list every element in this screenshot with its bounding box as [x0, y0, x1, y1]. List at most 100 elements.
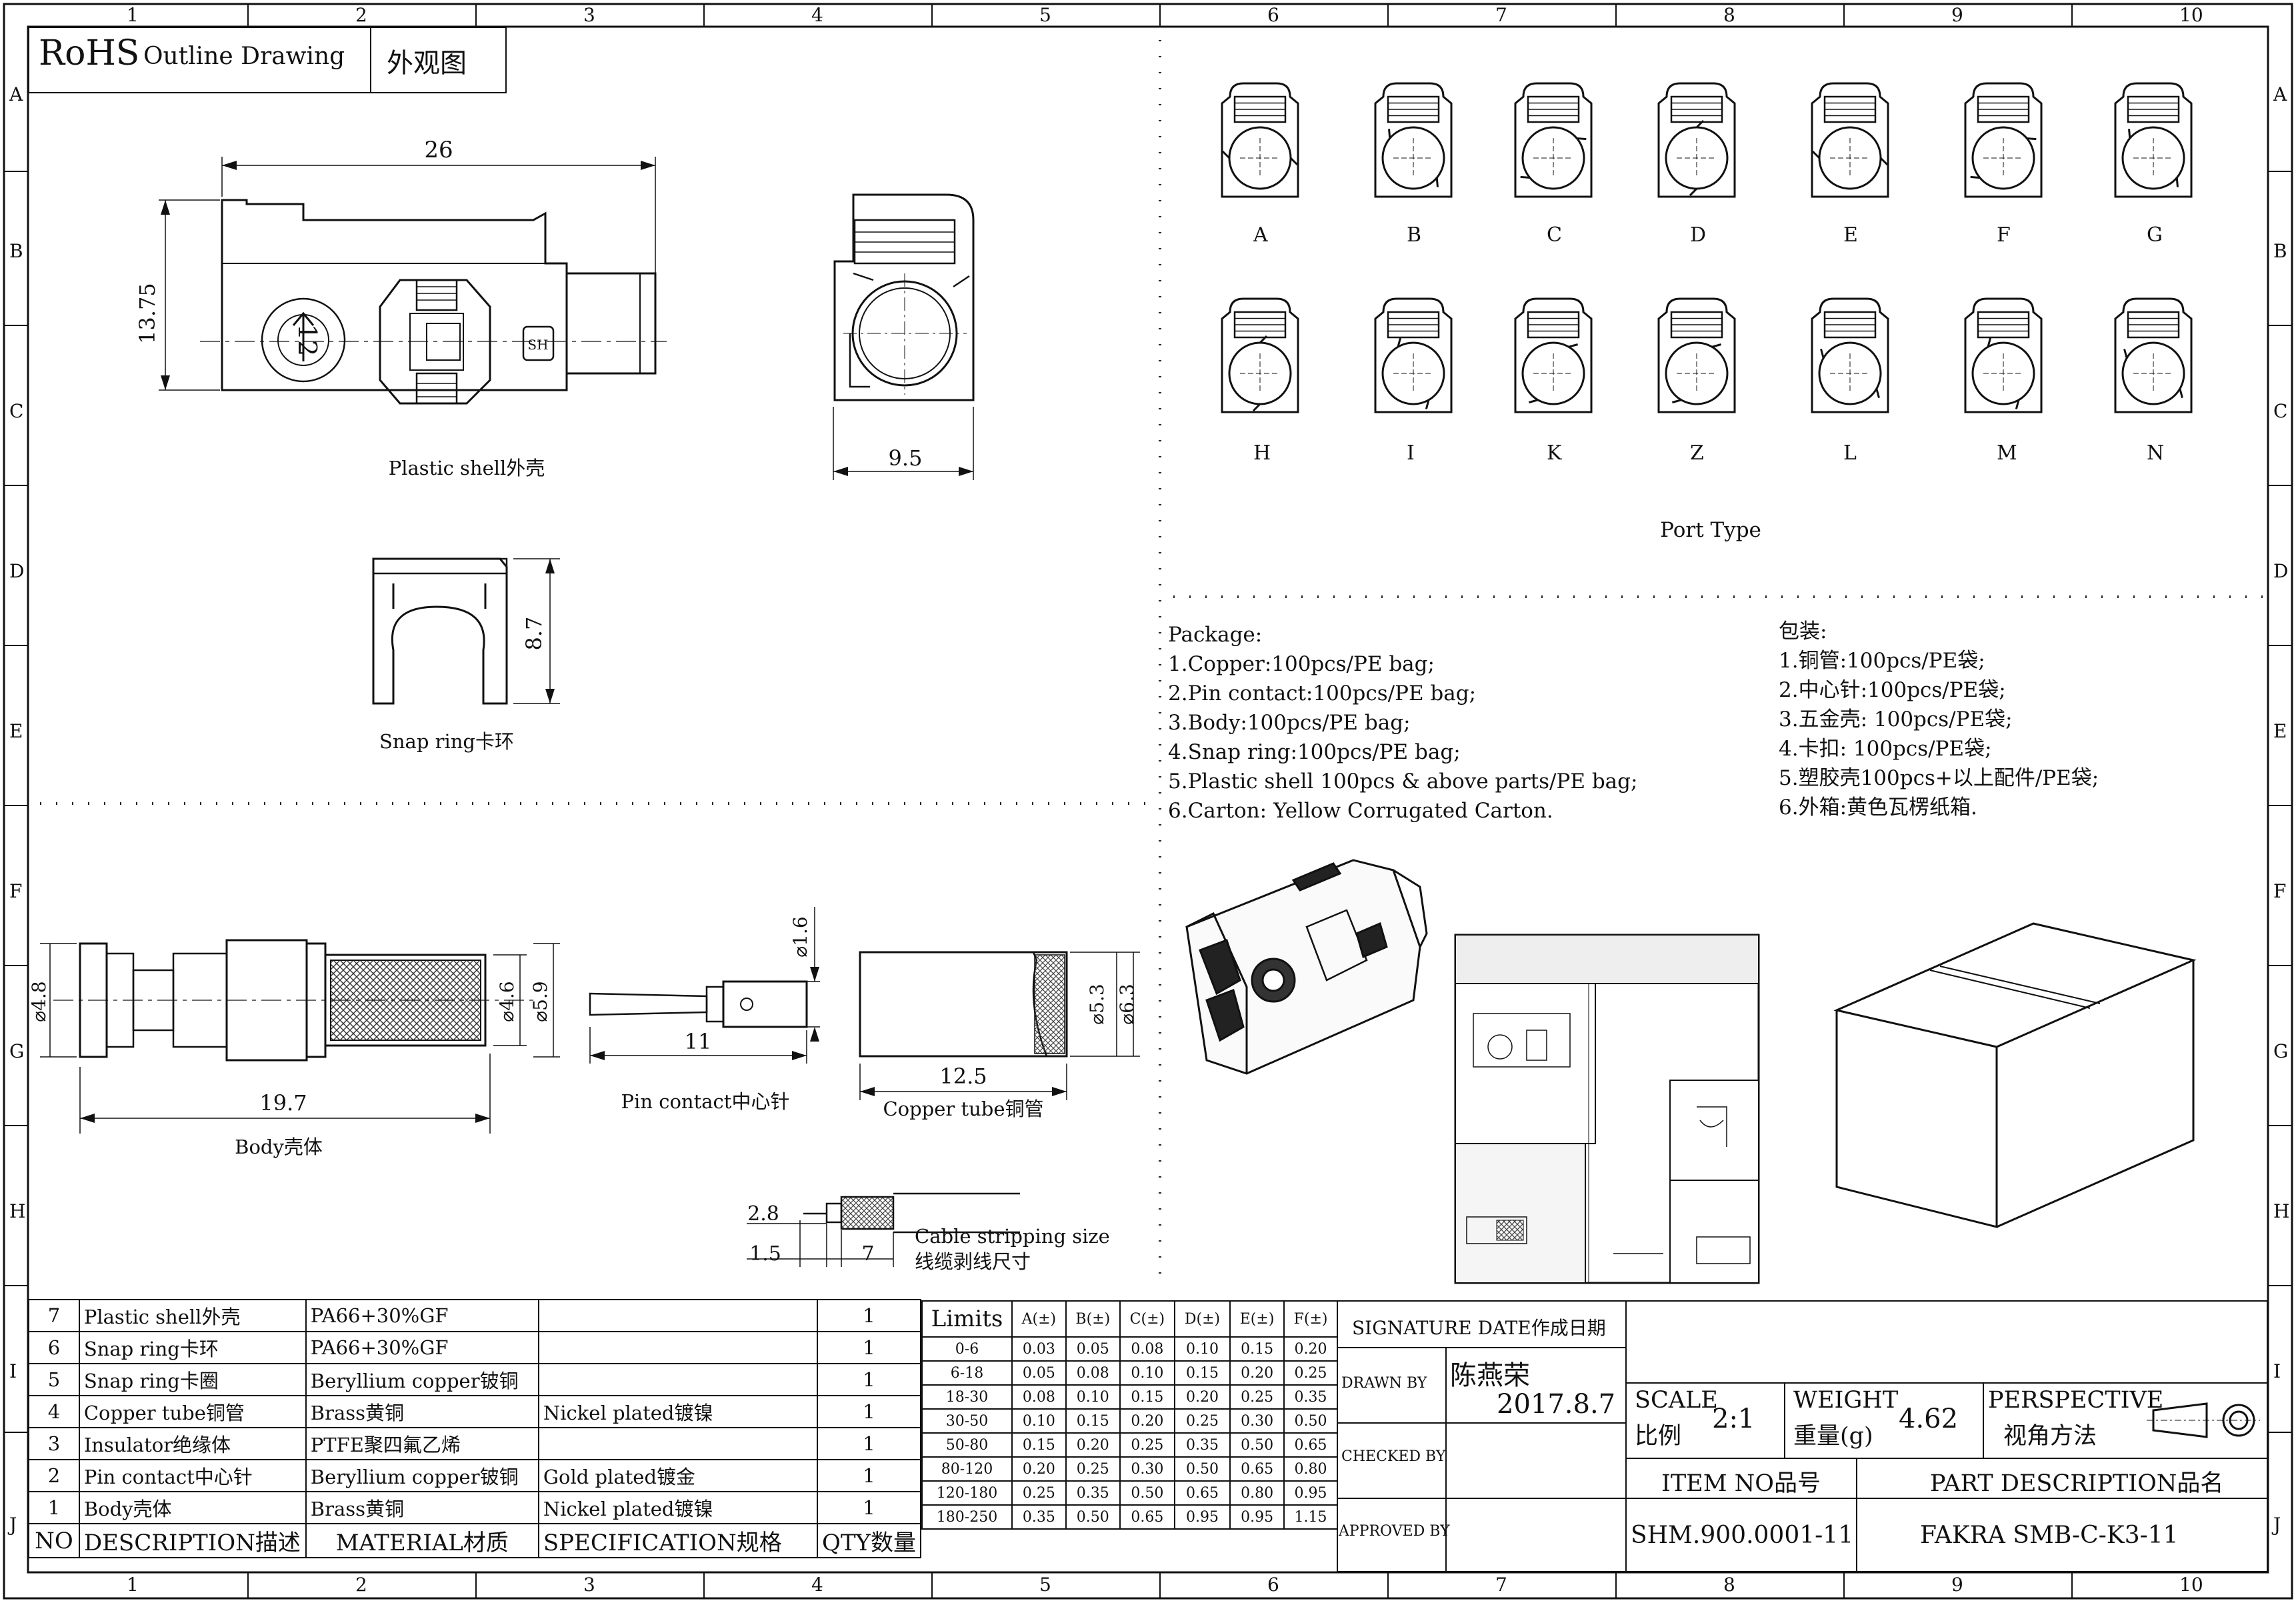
limits-cell: 0.20: [1119, 1408, 1175, 1434]
limits-cell: 0.30: [1119, 1456, 1175, 1482]
limits-cell: 0.15: [1119, 1384, 1175, 1410]
limits-cell: 0.20: [1011, 1456, 1067, 1482]
package-cn-line: 2.中心针:100pcs/PE袋;: [1779, 678, 2006, 702]
bom-desc: Copper tube铜管: [78, 1395, 307, 1428]
dim-5-3-label: ⌀5.3: [1086, 984, 1108, 1024]
port-type-letter: B: [1407, 223, 1422, 247]
signature-header: SIGNATURE DATE作成日期: [1352, 1317, 1606, 1339]
limits-cell: 0.08: [1065, 1360, 1121, 1386]
limits-cell: 0.30: [1229, 1408, 1285, 1434]
limits-cell: 0.25: [1173, 1408, 1231, 1434]
bom-header-spec: SPECIFICATION规格: [537, 1523, 818, 1558]
zone-row-label: J: [2273, 1514, 2281, 1536]
bom-desc: Snap ring卡环: [78, 1331, 307, 1364]
item-no-value: SHM.900.0001-11: [1631, 1522, 1854, 1549]
zone-row-label: H: [2273, 1200, 2290, 1222]
limits-header-cell: E(±): [1229, 1300, 1285, 1338]
weight-cn-label: 重量(g): [1793, 1423, 1873, 1450]
port-type-letter: M: [1997, 441, 2017, 465]
port-type-icon: [1964, 297, 2043, 413]
zone-column-label: 2: [355, 4, 367, 26]
limits-cell: 0.03: [1011, 1336, 1067, 1362]
region-separators: [40, 40, 2263, 1280]
dim-2-8-label: 2.8: [747, 1202, 779, 1226]
port-type-icon: [1374, 82, 1453, 198]
limits-cell: 6-18: [921, 1360, 1013, 1386]
package-cn-line: 3.五金壳: 100pcs/PE袋;: [1779, 707, 2013, 731]
port-type-icon: [1221, 297, 1299, 413]
limits-cell: 0.80: [1283, 1456, 1338, 1482]
zone-column-label: 9: [1951, 4, 1963, 26]
limits-cell: 0-6: [921, 1336, 1013, 1362]
port-type-letter: I: [1407, 441, 1415, 465]
limits-cell: 0.35: [1011, 1504, 1067, 1530]
bom-no: 2: [28, 1459, 80, 1492]
zone-column-label: 8: [1723, 1574, 1735, 1596]
package-cn-line: 4.卡扣: 100pcs/PE袋;: [1779, 737, 1992, 761]
cable-stripping-label-cn: 线缆剥线尺寸: [915, 1250, 1031, 1273]
zone-row-label: A: [9, 83, 23, 105]
outer-frame: [3, 3, 2293, 1600]
limits-cell: 0.50: [1065, 1504, 1121, 1530]
dim-26-label: 26: [424, 137, 453, 163]
copper-tube-label: Copper tube铜管: [883, 1098, 1043, 1120]
limits-cell: 0.20: [1173, 1384, 1231, 1410]
part-desc-label: PART DESCRIPTION品名: [1930, 1470, 2224, 1497]
dim-19-7-label: 19.7: [259, 1090, 307, 1116]
package-en-line: 4.Snap ring:100pcs/PE bag;: [1168, 740, 1461, 764]
zone-column-label: 3: [583, 1574, 595, 1596]
package-en-heading: Package:: [1168, 623, 1263, 647]
bom-no: 3: [28, 1427, 80, 1460]
limits-cell: 0.25: [1229, 1384, 1285, 1410]
zone-row-label: B: [9, 240, 23, 262]
port-type-icon: [2114, 82, 2193, 198]
drawn-by-label: DRAWN BY: [1341, 1375, 1427, 1392]
zone-row-label: H: [9, 1200, 26, 1222]
limits-cell: 0.50: [1119, 1480, 1175, 1506]
limits-cell: 120-180: [921, 1480, 1013, 1506]
bom-material: Brass黄铜: [305, 1395, 539, 1428]
bom-material: Beryllium copper铍铜: [305, 1459, 539, 1492]
port-type-letter: N: [2147, 441, 2165, 465]
limits-cell: 0.15: [1065, 1408, 1121, 1434]
zone-column-label: 8: [1723, 4, 1735, 26]
dim-12-5-label: 12.5: [939, 1064, 987, 1089]
bom-qty: 1: [816, 1491, 922, 1524]
body-label: Body壳体: [235, 1136, 323, 1158]
zone-row-label: D: [9, 560, 25, 582]
limits-header-cell: C(±): [1119, 1300, 1175, 1338]
dim-6-3-label: ⌀6.3: [1116, 984, 1138, 1024]
dim-9-5-label: 9.5: [889, 445, 923, 471]
outline-cn-label: 外观图: [387, 48, 467, 79]
zone-row-label: J: [9, 1514, 17, 1536]
limits-cell: 0.25: [1283, 1360, 1338, 1386]
bom-header-qty: QTY数量: [816, 1523, 922, 1558]
zone-row-label: A: [2273, 83, 2287, 105]
limits-cell: 50-80: [921, 1432, 1013, 1458]
weight-value: 4.62: [1899, 1404, 1959, 1434]
limits-cell: 0.50: [1173, 1456, 1231, 1482]
bom-no: 6: [28, 1331, 80, 1364]
package-cn-line: 1.铜管:100pcs/PE袋;: [1779, 649, 1985, 673]
limits-cell: 0.80: [1229, 1480, 1285, 1506]
bom-material: PTFE聚四氟乙烯: [305, 1427, 539, 1460]
body-view: [40, 939, 560, 1134]
part-desc-value: FAKRA SMB-C-K3-11: [1920, 1522, 2179, 1549]
limits-cell: 180-250: [921, 1504, 1013, 1530]
bom-desc: Plastic shell外壳: [78, 1299, 307, 1332]
drawn-date: 2017.8.7: [1497, 1389, 1616, 1420]
zone-row-label: I: [9, 1360, 17, 1382]
bom-spec: Nickel plated镀镍: [537, 1491, 818, 1524]
dim-4-8-label: ⌀4.8: [28, 981, 50, 1022]
limits-cell: 0.20: [1229, 1360, 1285, 1386]
bom-material: PA66+30%GF: [305, 1299, 539, 1332]
